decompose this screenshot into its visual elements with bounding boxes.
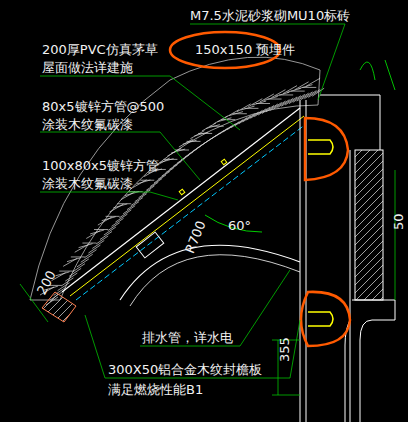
callout-circle [305, 118, 348, 180]
embedded-part [308, 140, 333, 154]
annotation-label: 满足燃烧性能B1 [108, 382, 203, 397]
thatch-base [76, 124, 306, 300]
annotation-label: R700 [182, 219, 209, 256]
tube-section [179, 189, 185, 195]
callout-circle [301, 292, 350, 346]
roof-slope [62, 108, 300, 292]
annotation-label: 80x5镀锌方管@500 [42, 99, 164, 114]
leader-lines [20, 24, 395, 395]
annotation-label: 150x150 预埋件 [195, 42, 295, 57]
annotation-label: 200 [34, 268, 59, 297]
annotation-label: 100x80x5镀锌方管 [42, 158, 159, 173]
annotation-label: 涂装木纹氟碳漆 [42, 176, 133, 191]
thatch-strokes [40, 78, 324, 305]
annotation-label: 300X50铝合金木纹封檐板 [108, 362, 262, 377]
arch [130, 255, 300, 306]
annotation-label: 355 [277, 337, 292, 362]
wall-line [300, 100, 350, 422]
tube-section [221, 159, 227, 165]
annotation-label: 50 [391, 213, 406, 230]
arch [120, 245, 300, 300]
angle-arc [205, 215, 262, 232]
square-tube [70, 116, 304, 296]
annotation-label: 200厚PVC仿真茅草 [42, 42, 158, 57]
annotation-label: M7.5水泥砂浆砌MU10标砖 [190, 8, 350, 23]
annotation-label: 60° [228, 218, 251, 233]
annotation-label: 涂装木纹氟碳漆 [42, 117, 133, 132]
drain-pipe [345, 300, 395, 422]
plant [360, 60, 395, 90]
tube-section [136, 232, 164, 258]
annotation-label: 排水管，详水电 [142, 330, 233, 345]
brick-wall [355, 150, 383, 300]
embedded-part [308, 312, 333, 326]
annotation-label: 屋面做法详建施 [42, 60, 133, 75]
